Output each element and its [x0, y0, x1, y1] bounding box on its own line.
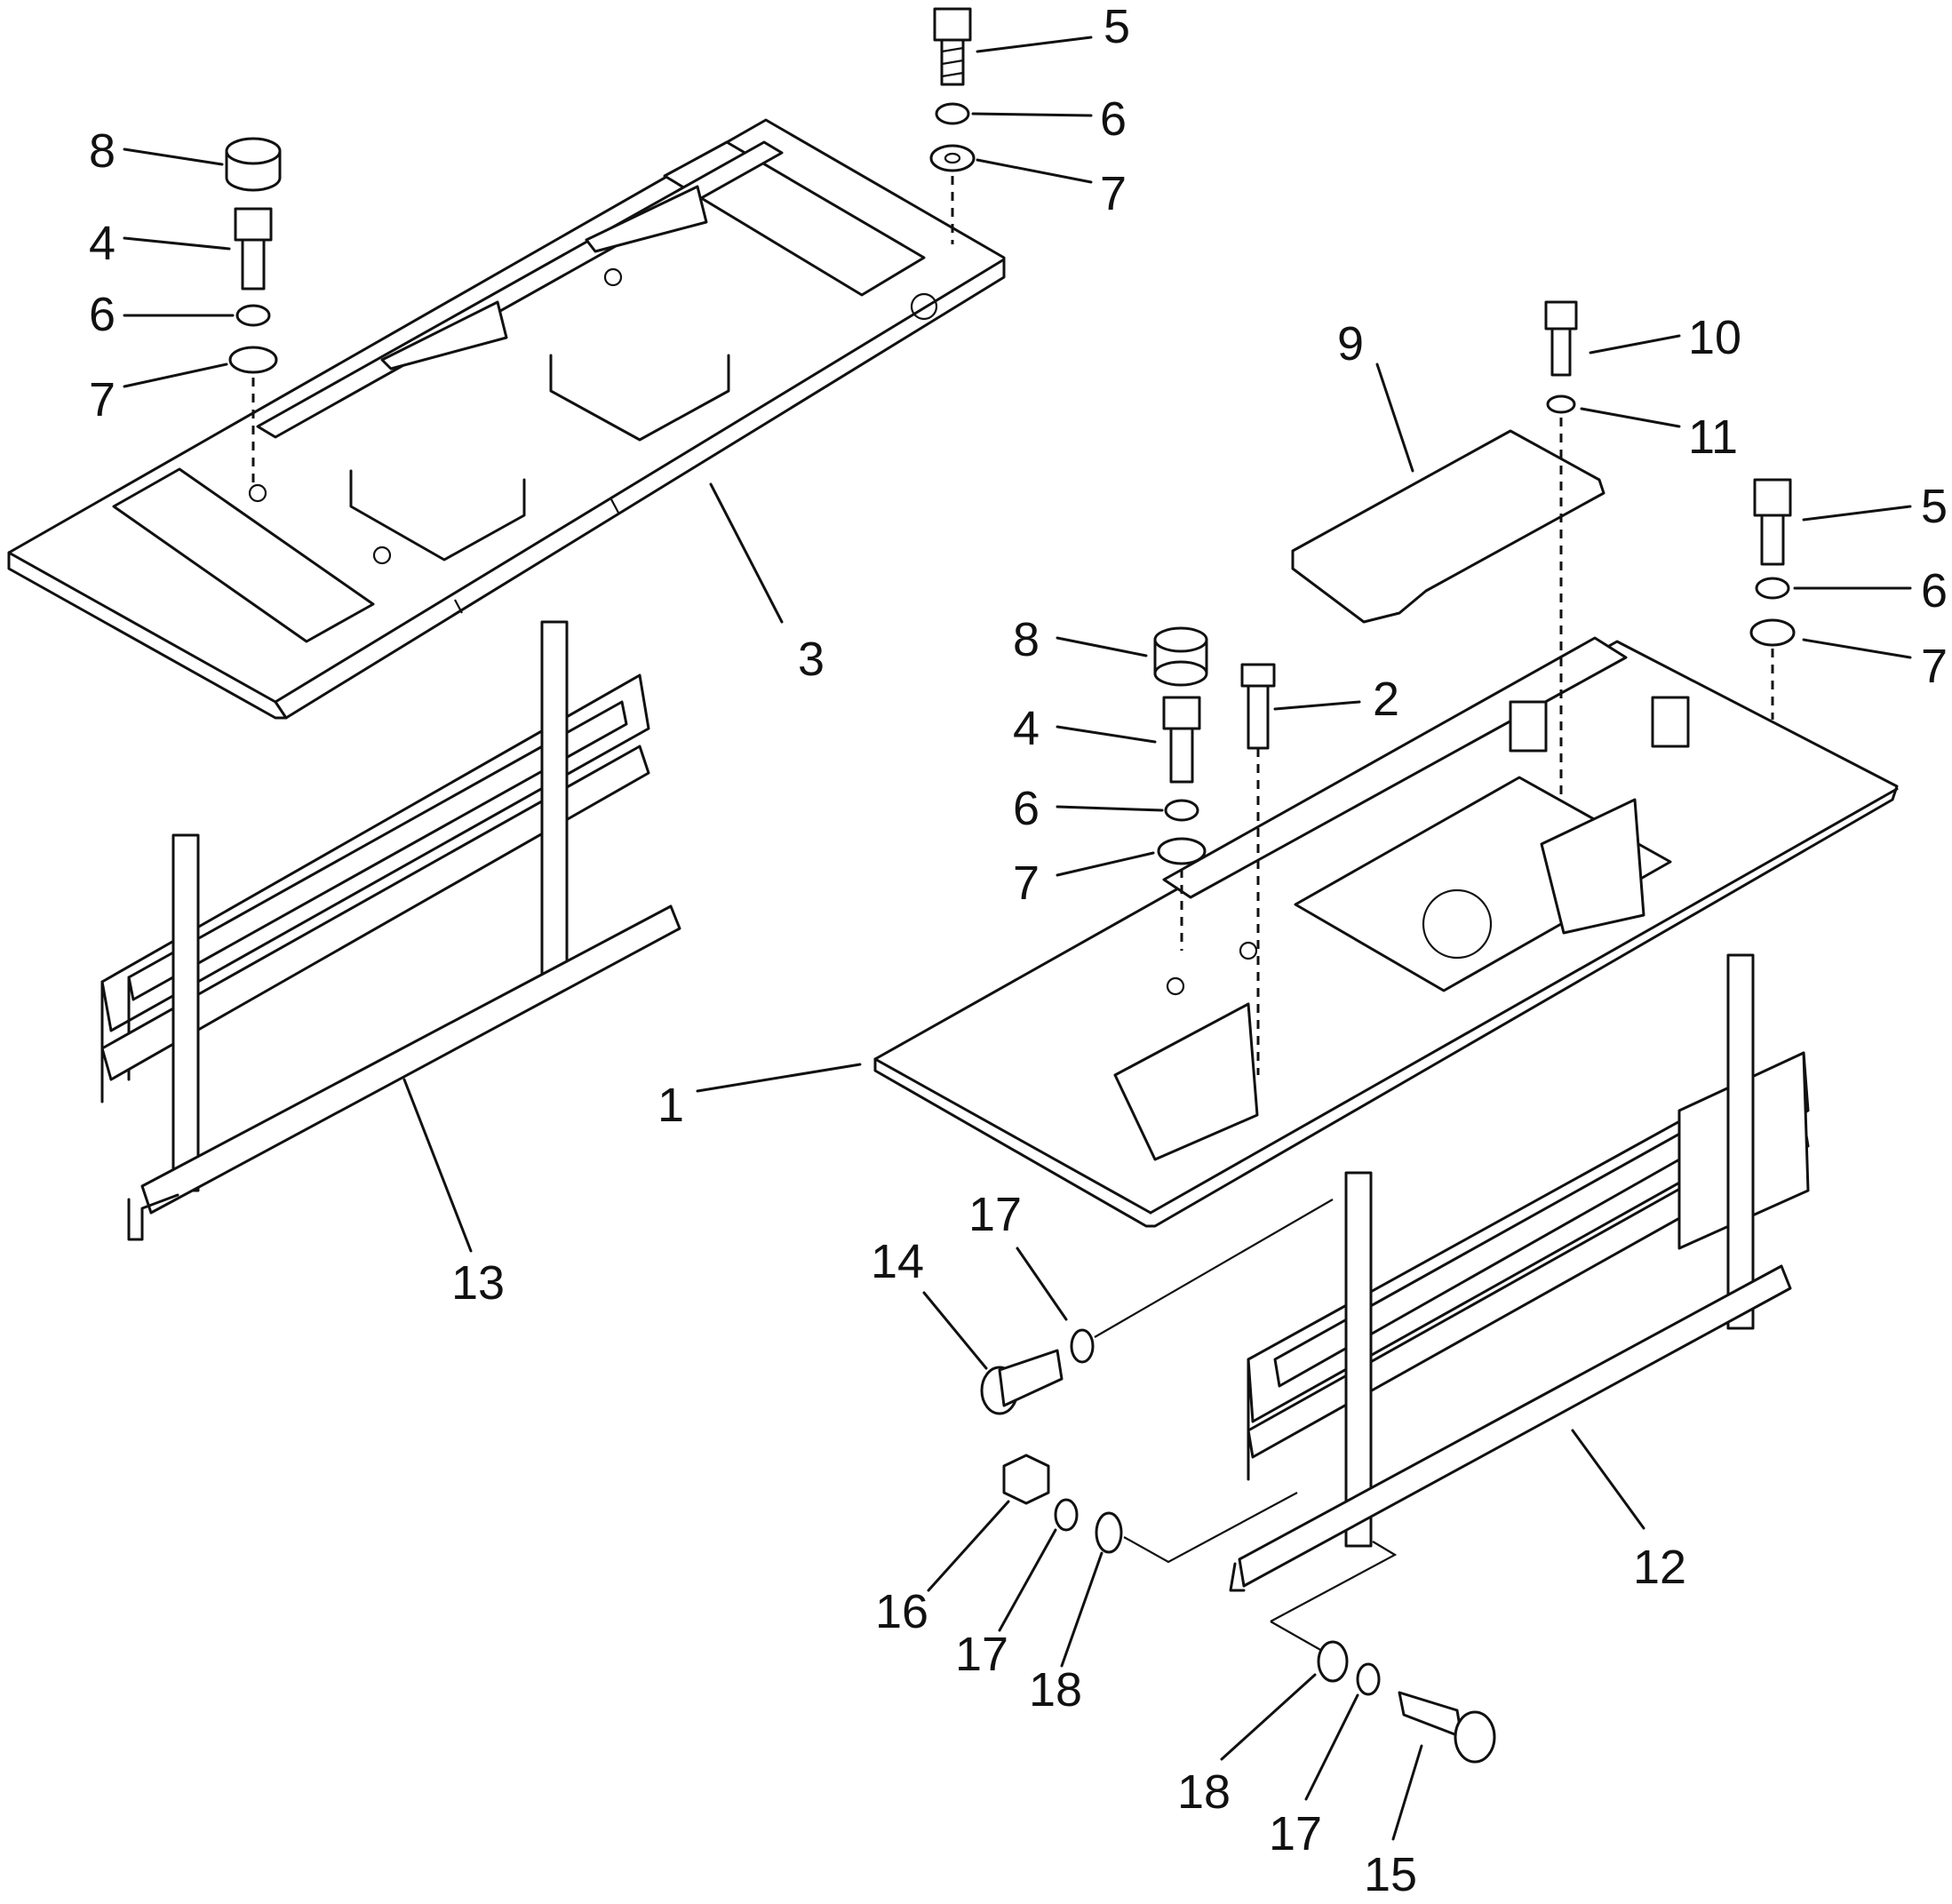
plug-8-right	[1153, 626, 1208, 687]
callout-4-left: 4	[89, 217, 116, 270]
callout-15: 15	[1364, 1848, 1417, 1900]
bolt-4-right	[1162, 696, 1201, 784]
callout-8-left: 8	[89, 124, 116, 178]
callout-16: 16	[875, 1585, 928, 1638]
washer-7-top	[929, 144, 976, 172]
bolt-5-top	[933, 7, 972, 86]
callout-9: 9	[1337, 317, 1364, 370]
callout-5-top: 5	[1103, 0, 1130, 53]
callout-2: 2	[1373, 673, 1399, 726]
callout-17-c: 17	[1269, 1807, 1322, 1860]
callout-7-top: 7	[1100, 167, 1127, 220]
side-frame-right	[1229, 953, 1810, 1592]
callout-6-right: 6	[1921, 564, 1948, 617]
callout-8-right: 8	[1013, 613, 1040, 666]
callout-12: 12	[1633, 1541, 1686, 1594]
callout-7-left: 7	[89, 373, 116, 426]
cover-plate	[1291, 429, 1605, 624]
callout-6-top: 6	[1100, 92, 1127, 146]
washer-18-a	[1095, 1511, 1123, 1554]
callout-7-right-lower: 7	[1013, 856, 1040, 910]
washer-18-b	[1317, 1640, 1349, 1683]
callout-11: 11	[1688, 410, 1738, 464]
callout-17-b: 17	[955, 1628, 1008, 1681]
spring-washer-17-b	[1054, 1498, 1079, 1532]
callout-5-right: 5	[1921, 480, 1948, 533]
callout-13: 13	[451, 1256, 505, 1310]
callout-10: 10	[1688, 311, 1741, 364]
bolt-10	[1544, 300, 1578, 377]
callout-18-b: 18	[1177, 1765, 1231, 1819]
spring-washer-6-left	[235, 304, 271, 327]
spring-washer-6-right	[1755, 577, 1790, 600]
spring-washer-11	[1546, 394, 1576, 414]
washer-7-right-lower	[1157, 837, 1207, 865]
spring-washer-17-a	[1070, 1328, 1095, 1364]
callout-3: 3	[798, 633, 825, 686]
spring-washer-6-right-lower	[1164, 799, 1199, 822]
plug-8-left	[225, 137, 282, 192]
callout-18-a: 18	[1029, 1663, 1082, 1717]
callout-1: 1	[657, 1079, 684, 1132]
bolt-15	[1398, 1691, 1496, 1764]
spring-washer-17-c	[1356, 1662, 1381, 1696]
floor-plate-upper-left	[7, 118, 1006, 720]
spring-washer-6-top	[935, 102, 970, 125]
callout-17-a: 17	[968, 1188, 1022, 1241]
callout-labels: 5 6 7 8 4 6 7 3 9 10 11 5 6 7 8 4 2 6 7 …	[89, 0, 1948, 1901]
bolt-14	[980, 1349, 1064, 1415]
bolt-4-left	[234, 207, 273, 291]
washer-7-right	[1749, 618, 1796, 647]
fitting-2	[1240, 663, 1276, 1075]
floor-plate-lower-right	[873, 636, 1899, 1228]
leader-lines	[123, 36, 1912, 1841]
callout-6-right-lower: 6	[1013, 782, 1040, 835]
bolt-5-right	[1753, 478, 1792, 566]
side-frame-left	[100, 620, 681, 1241]
washer-7-left	[228, 346, 278, 374]
nut-16	[1002, 1454, 1050, 1505]
callout-6-left: 6	[89, 288, 116, 341]
callout-14: 14	[871, 1235, 924, 1288]
callout-4-right: 4	[1013, 702, 1040, 755]
callout-7-right: 7	[1921, 640, 1948, 693]
